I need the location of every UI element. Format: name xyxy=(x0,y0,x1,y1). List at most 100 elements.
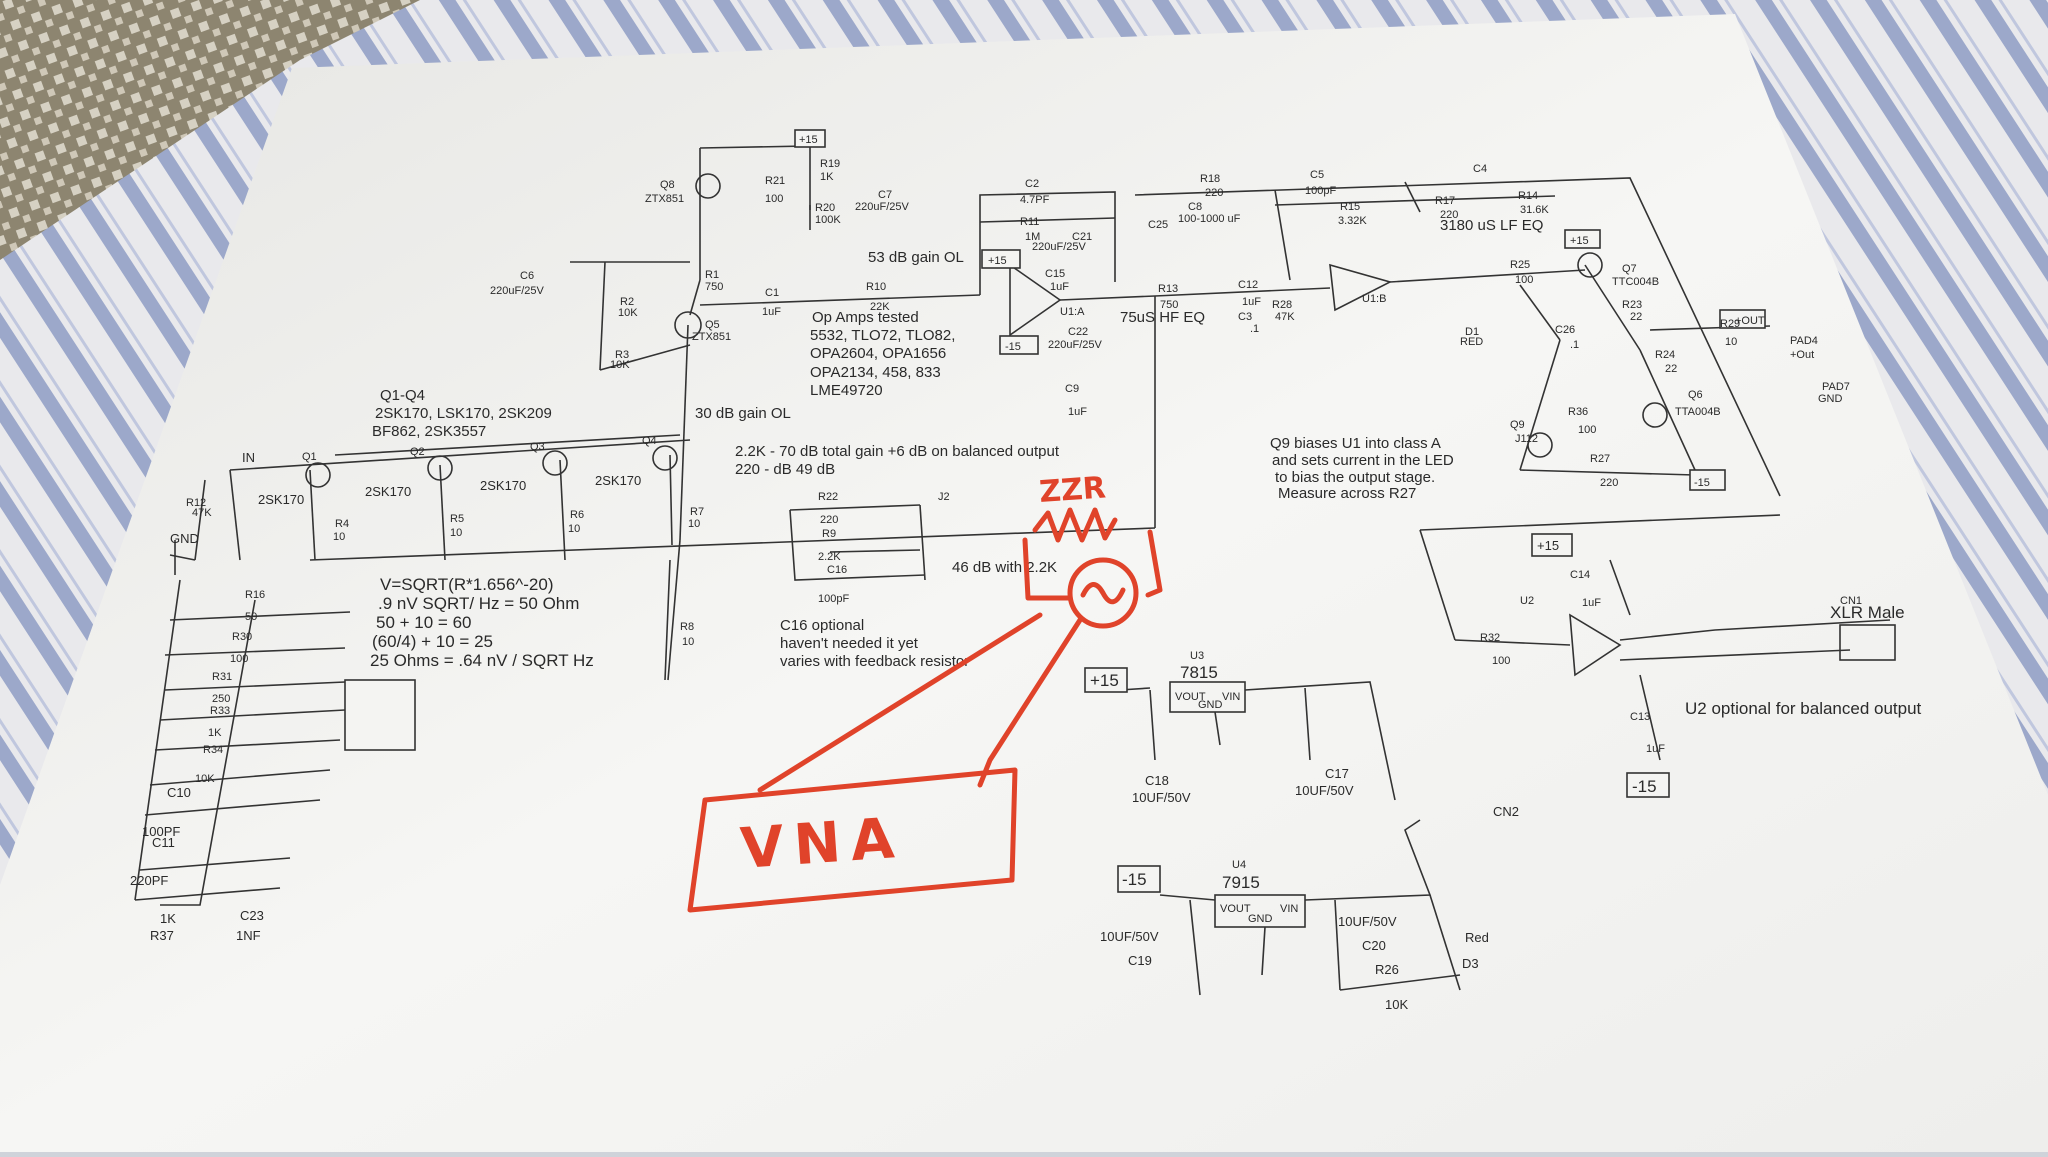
label-r20-value: 100K xyxy=(815,214,841,226)
label-q1q4-1: 2SK170, LSK170, 2SK209 xyxy=(375,405,552,422)
label-r5-value: 10 xyxy=(450,527,462,539)
label-r36-value: 100 xyxy=(1578,424,1596,436)
label-c8-value: 100-1000 uF xyxy=(1178,213,1241,225)
label-r17: R17 xyxy=(1435,195,1455,207)
label-r10-value: 22K xyxy=(870,301,890,313)
label-q7: Q7 xyxy=(1622,263,1637,275)
label-r10: R10 xyxy=(866,281,886,293)
marker-source-sine xyxy=(1080,582,1126,605)
label-c7: C7 xyxy=(878,189,892,201)
label-c11-value: 220PF xyxy=(130,873,168,888)
label-q1q4-2: BF862, 2SK3557 xyxy=(372,423,486,440)
label-r28-value: 47K xyxy=(1275,311,1295,323)
label-r1-value: 750 xyxy=(705,281,723,293)
label-q8: Q8 xyxy=(660,179,675,191)
label-m15-u4: -15 xyxy=(1122,870,1147,889)
label-vout-b: VOUT xyxy=(1220,903,1251,915)
label-q9note-1: Q9 biases U1 into class A xyxy=(1270,435,1441,452)
label-u2: U2 xyxy=(1520,595,1534,607)
label-r6-value: 10 xyxy=(568,523,580,535)
label-gain220: 220 - dB 49 dB xyxy=(735,461,835,478)
label-c16note-3: varies with feedback resistor xyxy=(780,653,969,670)
transistor-symbols xyxy=(305,173,1668,488)
label-vout-a: VOUT xyxy=(1175,691,1206,703)
label-r28: R28 xyxy=(1272,299,1292,311)
label-r29-value: 10 xyxy=(1725,336,1737,348)
label-c23: C23 xyxy=(240,908,264,923)
label-c14-value: 1uF xyxy=(1582,597,1601,609)
label-c20: C20 xyxy=(1362,938,1386,953)
label-r3: R3 xyxy=(615,349,629,361)
label-c26-value: .1 xyxy=(1570,339,1579,351)
label-c15: C15 xyxy=(1045,268,1065,280)
label-m15-u2: -15 xyxy=(1632,777,1657,796)
label-c12: C12 xyxy=(1238,279,1258,291)
label-d1: D1 xyxy=(1465,326,1479,338)
label-2sk170-4: 2SK170 xyxy=(595,473,641,488)
label-gain30: 30 dB gain OL xyxy=(695,405,791,422)
label-q9note-3: to bias the output stage. xyxy=(1275,469,1435,486)
label-ztx851-a: ZTX851 xyxy=(645,193,684,205)
label-formula-5: 25 Ohms = .64 nV / SQRT Hz xyxy=(370,651,594,670)
label-r16-value: 50 xyxy=(245,611,257,623)
label-c23-value: 1NF xyxy=(236,928,261,943)
label-q5: Q5 xyxy=(705,319,720,331)
label-c1: C1 xyxy=(765,287,779,299)
marker-annotations: ZZR VNA xyxy=(687,470,1163,913)
label-r25-value: 100 xyxy=(1515,274,1533,286)
label-r24: R24 xyxy=(1655,349,1675,361)
label-u4: U4 xyxy=(1232,859,1246,871)
label-c9: C9 xyxy=(1065,383,1079,395)
label-d3: D3 xyxy=(1462,956,1479,971)
label-pad7-value: GND xyxy=(1818,393,1843,405)
label-r27: R27 xyxy=(1590,453,1610,465)
label-q9note-4: Measure across R27 xyxy=(1278,485,1416,502)
label-u4-value: 7915 xyxy=(1222,873,1260,892)
label-r23: R23 xyxy=(1622,299,1642,311)
label-c9-value: 1uF xyxy=(1068,406,1087,418)
label-r30: R30 xyxy=(232,631,252,643)
label-gain46: 46 dB with 2.2K xyxy=(952,559,1057,576)
label-c1-value: 1uF xyxy=(762,306,781,318)
label-pad7: PAD7 xyxy=(1822,381,1850,393)
label-r3-value: 10K xyxy=(610,359,630,371)
label-r14-value: 31.6K xyxy=(1520,204,1549,216)
label-r32-value: 100 xyxy=(1492,655,1510,667)
label-r7: R7 xyxy=(690,506,704,518)
label-c14: C14 xyxy=(1570,569,1590,581)
marker-lead-left xyxy=(757,612,1043,793)
label-2sk170-3: 2SK170 xyxy=(480,478,526,493)
marker-lead-right xyxy=(977,617,1083,788)
label-opamps-1: 5532, TLO72, TLO82, xyxy=(810,327,955,344)
label-q2: Q2 xyxy=(410,446,425,458)
label-c13-value: 1uF xyxy=(1646,743,1665,755)
label-r23-value: 22 xyxy=(1630,311,1642,323)
label-r22: R22 xyxy=(818,491,838,503)
label-m15-q6: -15 xyxy=(1694,477,1710,489)
label-vin-a: VIN xyxy=(1222,691,1240,703)
supply-boxes xyxy=(794,129,1766,893)
marker-label-zzr: ZZR xyxy=(1038,470,1107,510)
label-r31: R31 xyxy=(212,671,232,683)
label-in: IN xyxy=(242,450,255,465)
label-c17-value: 10UF/50V xyxy=(1295,783,1354,798)
label-c8: C8 xyxy=(1188,201,1202,213)
label-r21: R21 xyxy=(765,175,785,187)
label-pad4: PAD4 xyxy=(1790,335,1818,347)
label-out-box: +OUT xyxy=(1735,315,1765,327)
label-r26-value: 10K xyxy=(1385,997,1408,1012)
label-formula-2: .9 nV SQRT/ Hz = 50 Ohm xyxy=(378,594,579,613)
label-c11: C11 xyxy=(152,835,175,850)
label-r19-value: 1K xyxy=(820,171,834,183)
label-r15: R15 xyxy=(1340,201,1360,213)
label-c15-value: 1uF xyxy=(1050,281,1069,293)
label-cn1-value: XLR Male xyxy=(1830,603,1905,622)
label-c2: C2 xyxy=(1025,178,1039,190)
label-r21-value: 100 xyxy=(765,193,783,205)
label-q9-value: J112 xyxy=(1515,433,1538,445)
label-p15-top: +15 xyxy=(799,134,818,146)
label-c16: C16 xyxy=(827,564,847,576)
label-lf-eq: 3180 uS LF EQ xyxy=(1440,217,1543,234)
label-q1q4-title: Q1-Q4 xyxy=(380,387,425,404)
